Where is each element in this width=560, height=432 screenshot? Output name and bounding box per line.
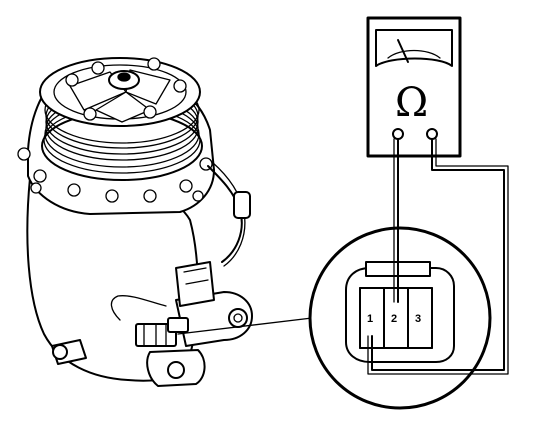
leader-line xyxy=(177,317,313,335)
ohm-symbol: Ω xyxy=(395,80,428,126)
clutch-plate xyxy=(39,57,201,127)
pin-1-label: 1 xyxy=(367,313,373,325)
meter-display xyxy=(375,29,453,67)
mounting-hole xyxy=(228,308,248,328)
probe-jack-right xyxy=(426,128,438,140)
connector-detail-view: 1 2 3 xyxy=(308,226,492,410)
harness-wire-loop xyxy=(110,295,167,321)
probe-lead-to-pin-1 xyxy=(371,138,505,371)
pin-2-label: 2 xyxy=(391,313,397,325)
ac-compressor xyxy=(17,57,253,387)
sensor-boss xyxy=(233,191,251,219)
meter-needle xyxy=(397,39,409,63)
thermal-switch xyxy=(175,261,215,307)
housing-bolts xyxy=(17,147,213,203)
probe-jack-left xyxy=(392,128,404,140)
pin-3-label: 3 xyxy=(415,313,421,325)
compressor-connector xyxy=(135,317,189,347)
ohmmeter: Ω xyxy=(366,16,462,158)
